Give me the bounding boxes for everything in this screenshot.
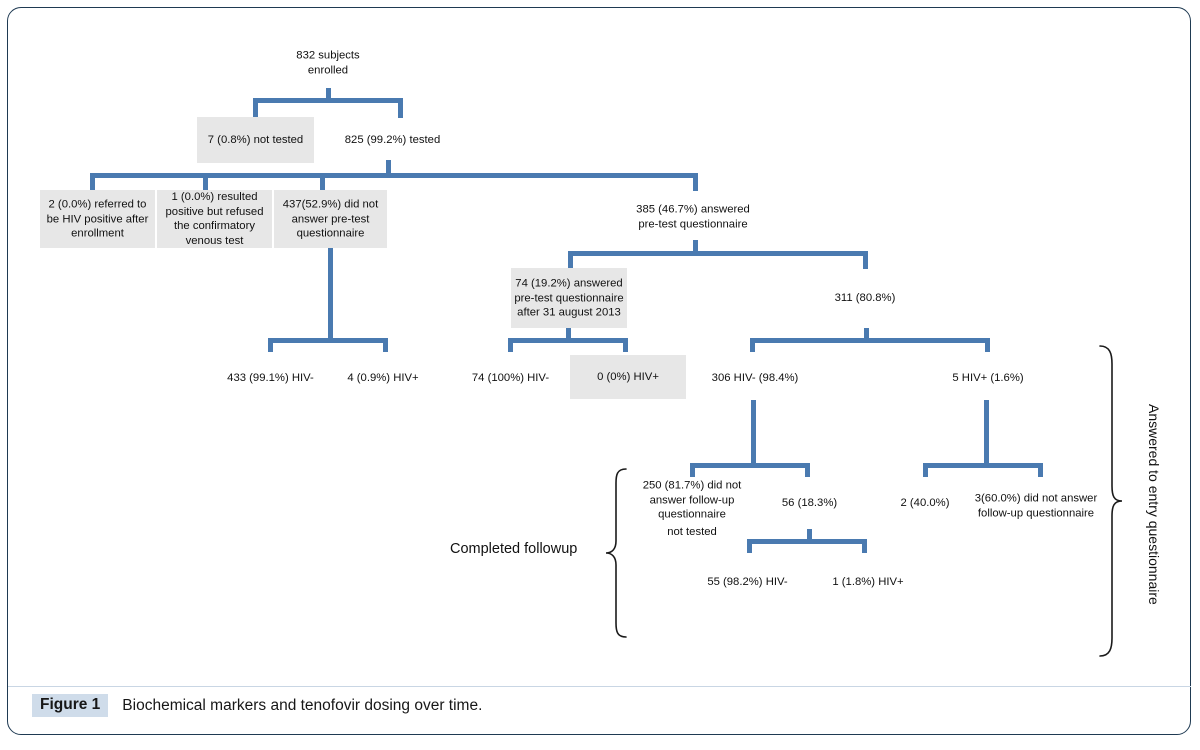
node-74-hiv-negative-label: 74 (100%) HIV- [471,371,550,384]
node-tested-label: 825 (99.2%) tested [344,133,441,146]
node-250-no-followup: 250 (81.7%) did not answer follow-up que… [638,477,746,523]
node-250-not-tested: not tested [638,524,746,540]
node-answered-pretest: 385 (46.7%) answered pre-test questionna… [620,200,766,234]
brace-completed-followup [604,467,630,639]
node-answered-pretest-line1: 385 (46.7%) answered [636,203,750,216]
connector-311-stem [864,328,869,340]
connector-306-stem [750,400,756,463]
connector-311-left-drop [750,338,755,352]
connector-385-bar [568,251,868,256]
node-3-no-followup-label: 3(60.0%) did not answer follow-up questi… [974,492,1098,520]
connector-306-left-drop [690,463,695,477]
connector-tested-stem [386,160,391,177]
node-did-not-answer-pretest-label: 437(52.9%) did not answer pre-test quest… [282,198,379,240]
connector-tested-drop-4 [693,173,698,191]
label-completed-followup: Completed followup [450,541,578,557]
connector-385-right-drop [863,251,868,269]
node-refused-venous-test-label: 1 (0.0%) resulted positive but refused t… [165,191,264,247]
connector-56-stem [806,529,812,541]
connector-385-stem [692,240,698,254]
connector-311-right-drop [985,338,990,352]
connector-437-left-drop [268,338,273,352]
connector-74-bar [508,338,628,343]
connector-5hiv-bar [923,463,1043,468]
connector-5hiv-stem [983,400,989,463]
node-answered-after-aug2013: 74 (19.2%) answered pre-test questionnai… [511,268,627,328]
node-1-hiv-positive: 1 (1.8%) HIV+ [818,573,918,591]
node-2-40pct: 2 (40.0%) [880,494,970,512]
node-did-not-answer-pretest: 437(52.9%) did not answer pre-test quest… [274,190,387,248]
connector-5hiv-left-drop [923,463,928,477]
node-not-tested-label: 7 (0.8%) not tested [207,133,304,146]
connector-56-right-drop [862,539,867,553]
connector-56-left-drop [747,539,752,553]
connector-tested-drop-1 [90,173,95,191]
node-enrolled-line1: 832 subjects [296,49,360,62]
node-5-hiv-positive: 5 HIV+ (1.6%) [938,368,1038,388]
node-4-hiv-positive: 4 (0.9%) HIV+ [333,368,433,388]
connector-437-bar [268,338,388,343]
node-enrolled: 832 subjects enrolled [258,46,398,80]
connector-306-bar [690,463,810,468]
node-55-hiv-negative: 55 (98.2%) HIV- [695,573,800,591]
connector-311-bar [750,338,990,343]
caption-divider [8,686,1191,687]
node-0-hiv-positive-label: 0 (0%) HIV+ [597,370,659,383]
connector-437-right-drop [383,338,388,352]
node-56-label: 56 (18.3%) [781,496,838,509]
connector-74-right-drop [623,338,628,352]
node-56: 56 (18.3%) [762,494,857,512]
node-433-hiv-negative-label: 433 (99.1%) HIV- [227,371,314,384]
node-306-hiv-negative-label: 306 HIV- (98.4%) [711,371,799,384]
connector-enrolled-bar [253,98,403,103]
node-5-hiv-positive-label: 5 HIV+ (1.6%) [952,371,1024,384]
node-250-not-tested-label: not tested [667,525,717,538]
brace-answered-entry-questionnaire [1094,344,1124,658]
node-3-no-followup: 3(60.0%) did not answer follow-up questi… [970,490,1102,522]
connector-tested-bar [90,173,698,178]
node-311: 311 (80.8%) [820,288,910,308]
node-74-hiv-negative: 74 (100%) HIV- [458,368,563,388]
node-250-no-followup-label: 250 (81.7%) did not answer follow-up que… [642,479,742,521]
connector-enrolled-left-drop [253,98,258,118]
connector-enrolled-right-drop [398,98,403,118]
node-4-hiv-positive-label: 4 (0.9%) HIV+ [347,371,419,384]
connector-tested-drop-2 [203,173,208,191]
node-not-tested: 7 (0.8%) not tested [197,117,314,163]
figure-number: Figure 1 [32,694,109,717]
node-answered-pretest-line2: pre-test questionnaire [638,218,748,230]
node-311-label: 311 (80.8%) [834,291,896,304]
connector-437-stem [328,248,333,340]
node-433-hiv-negative: 433 (99.1%) HIV- [218,368,323,388]
node-referred-hiv-positive-label: 2 (0.0%) referred to be HIV positive aft… [46,198,149,240]
connector-74-left-drop [508,338,513,352]
connector-385-left-drop [568,251,573,269]
connector-enrolled-stem [325,88,331,101]
node-enrolled-line2: enrolled [307,64,349,76]
node-2-40pct-label: 2 (40.0%) [900,496,950,509]
node-refused-venous-test: 1 (0.0%) resulted positive but refused t… [157,190,272,248]
node-1-hiv-positive-label: 1 (1.8%) HIV+ [832,575,904,588]
label-answered-entry-questionnaire: Answered to entry questionnaire [1146,404,1162,605]
node-306-hiv-negative: 306 HIV- (98.4%) [700,368,810,388]
connector-5hiv-right-drop [1038,463,1043,477]
node-0-hiv-positive: 0 (0%) HIV+ [570,355,686,399]
figure-caption: Figure 1 Biochemical markers and tenofov… [32,694,482,717]
node-referred-hiv-positive: 2 (0.0%) referred to be HIV positive aft… [40,190,155,248]
connector-74-stem [566,328,571,340]
node-tested: 825 (99.2%) tested [330,125,455,155]
connector-306-right-drop [805,463,810,477]
node-55-hiv-negative-label: 55 (98.2%) HIV- [707,575,788,588]
figure-caption-text: Biochemical markers and tenofovir dosing… [122,696,483,714]
connector-56-bar [747,539,867,544]
connector-tested-drop-3 [320,173,325,191]
node-answered-after-aug2013-label: 74 (19.2%) answered pre-test questionnai… [514,277,624,319]
